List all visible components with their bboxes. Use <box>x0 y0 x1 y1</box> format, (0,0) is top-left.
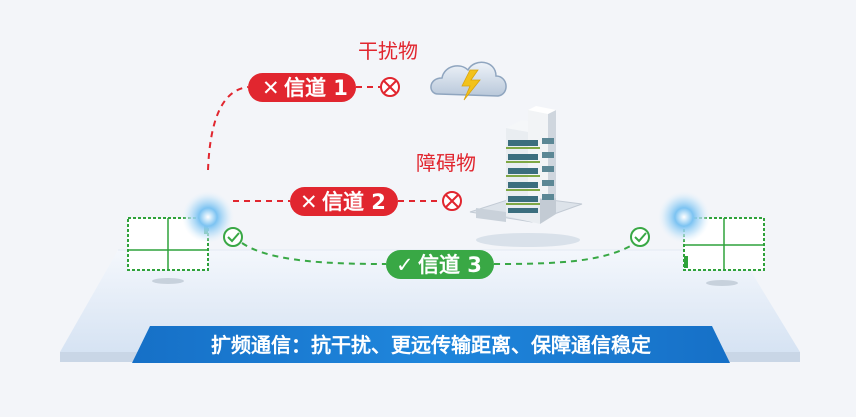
signal-glow-icon <box>182 191 234 243</box>
channel-1-pill: ✕ 信道 1 <box>248 73 356 102</box>
svg-text:✕: ✕ <box>300 190 318 214</box>
signal-glow-icon <box>658 191 710 243</box>
channel-2-pill: ✕ 信道 2 <box>290 187 398 216</box>
rf-module-icon <box>127 217 209 284</box>
circle-x-icon <box>380 77 400 97</box>
svg-text:信道 1: 信道 1 <box>284 76 348 100</box>
bottom-banner: 扩频通信：抗干扰、更远传输距离、保障通信稳定 <box>132 326 730 363</box>
banner-text: 扩频通信：抗干扰、更远传输距离、保障通信稳定 <box>211 333 651 357</box>
circle-check-icon <box>223 227 243 247</box>
channel-3-path-right <box>493 239 641 265</box>
interference-label: 干扰物 <box>358 39 418 63</box>
lightning-cloud-icon <box>430 61 507 101</box>
circle-x-icon <box>442 191 462 211</box>
circle-check-icon <box>630 227 650 247</box>
svg-text:信道 3: 信道 3 <box>418 253 482 277</box>
building-icon <box>469 106 583 247</box>
channel-3-path-left <box>241 242 387 265</box>
channel-3-pill: ✓ 信道 3 <box>386 250 494 279</box>
svg-text:✕: ✕ <box>262 76 280 100</box>
svg-text:信道 2: 信道 2 <box>322 190 386 214</box>
channel-1-path <box>207 86 249 171</box>
svg-text:✓: ✓ <box>396 253 414 277</box>
obstruction-label: 障碍物 <box>416 151 476 175</box>
